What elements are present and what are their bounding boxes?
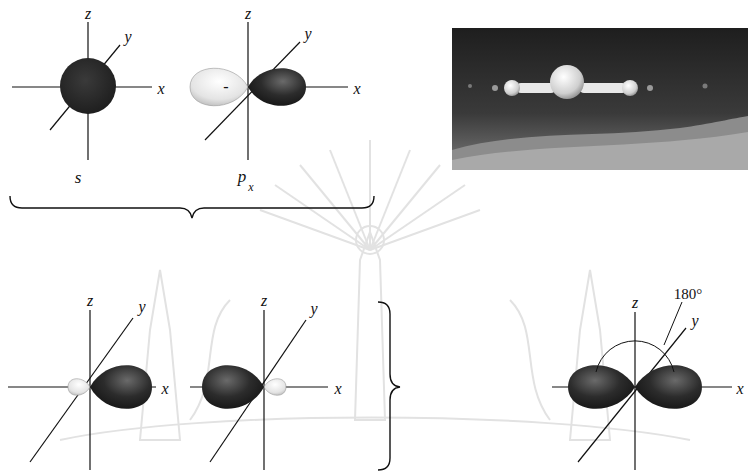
axis-label: y [304,26,311,42]
model-photo [452,28,748,170]
axis-label: y [124,29,131,45]
axis-label: y [310,301,317,317]
s-orbital-figure [12,22,152,160]
axis-label: x [353,81,360,97]
angle-label: 180° [674,287,703,302]
sp-hybrid-pair-figure [552,302,732,470]
axis-label: z [87,293,93,309]
axis-label: y [138,299,145,315]
bracket [378,302,400,470]
sp-hybrid-figure [8,310,156,470]
axis-label: x [334,381,341,397]
bracket [10,196,374,218]
axis-label: x [736,381,743,397]
phase-sign: - [223,79,228,95]
axis-label: z [245,6,251,22]
watermark [60,140,690,440]
axis-label: z [632,295,638,311]
orbital-name: p [238,168,247,185]
orbital-name: s [75,169,82,186]
axis-label: y [691,313,698,329]
axis-label: z [261,293,267,309]
p-orbital-figure [190,22,348,160]
axis-label: z [85,6,91,22]
sp-hybrid-figure [190,310,328,470]
orbital-subscript: x [248,181,253,193]
axis-label: x [157,81,164,97]
axis-label: x [161,381,168,397]
